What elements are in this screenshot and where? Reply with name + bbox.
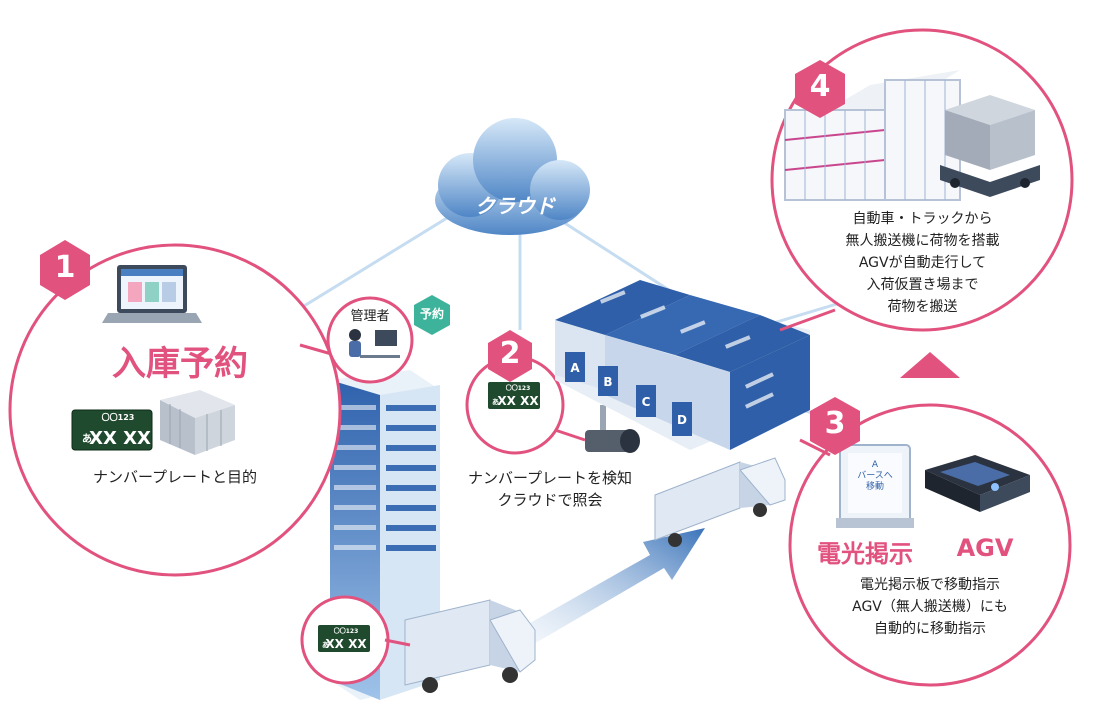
step3-label-agv: AGV (956, 534, 1014, 562)
svg-text:B: B (603, 375, 612, 389)
step4-caption-line-3: AGVが自動走行して (858, 255, 987, 271)
signboard-text: A バースへ 移動 (857, 460, 893, 492)
agv-icon (925, 455, 1030, 512)
truck-bottom (404, 599, 536, 693)
license-plate-2: 〇〇123 あ XX XX (488, 382, 540, 409)
step2-badge (488, 330, 532, 382)
step2-connector (554, 428, 586, 442)
svg-text:C: C (642, 395, 651, 409)
step1-badge (40, 240, 90, 300)
step4-caption-line-1: 自動車・トラックから (852, 211, 993, 227)
cloud-icon (435, 118, 590, 235)
reservation-badge-label: 予約 (419, 307, 444, 321)
step2-caption-line-1: ナンバープレートを検知 (467, 469, 633, 487)
step1-title: 入庫予約 (112, 344, 248, 384)
step4-caption-line-2: 無人搬送機に荷物を搭載 (845, 233, 1000, 249)
up-arrow-icon (900, 352, 960, 378)
svg-text:D: D (677, 413, 687, 427)
truck-plate-connector (384, 638, 411, 647)
svg-text:XX XX: XX XX (89, 428, 151, 449)
manager-circle (326, 296, 414, 384)
step1-number: 1 (54, 250, 76, 285)
svg-text:〇〇123: 〇〇123 (506, 384, 531, 392)
movement-arrow (500, 528, 705, 655)
svg-text:A: A (570, 361, 580, 375)
step3-number: 3 (824, 406, 846, 441)
warehouse-doors: A B C D (565, 352, 692, 436)
reservation-badge (414, 295, 450, 335)
step2-number: 2 (499, 336, 521, 371)
step1-caption: ナンバープレートと目的 (92, 468, 258, 486)
svg-text:〇〇123: 〇〇123 (102, 412, 135, 422)
step3-caption-line-1: 電光掲示板で移動指示 (860, 577, 1000, 593)
step3-connector (799, 438, 831, 457)
license-plate-1: 〇〇123 あ XX XX (71, 409, 153, 451)
step3-caption-line-3: 自動的に移動指示 (874, 621, 986, 637)
digital-signboard-icon (836, 444, 914, 528)
manager-label: 管理者 (350, 309, 390, 324)
svg-text:〇〇123: 〇〇123 (334, 627, 359, 635)
truck-right (654, 457, 786, 547)
warehouse: A B C D (555, 280, 810, 450)
step4-caption-line-4: 入荷仮置き場まで (866, 277, 979, 293)
step4-number: 4 (809, 69, 831, 104)
cargo-box-icon (160, 390, 235, 455)
step2-caption-line-2: クラウドで照会 (497, 491, 603, 509)
laptop-icon (102, 265, 202, 323)
svg-text:あ: あ (82, 432, 92, 445)
agv-with-cargo (940, 95, 1040, 197)
svg-text:あ: あ (322, 640, 329, 649)
manager-icon (349, 329, 400, 358)
license-plate-truck: 〇〇123 あ XX XX (318, 625, 370, 652)
step4-connector (779, 308, 836, 332)
step3-caption-line-2: AGV（無人搬送機）にも (852, 599, 1008, 615)
step3-label-sign: 電光掲示 (817, 540, 913, 568)
svg-text:XX XX: XX XX (325, 637, 367, 651)
step4-caption-line-5: 荷物を搬送 (887, 299, 958, 315)
svg-text:XX XX: XX XX (497, 394, 539, 408)
camera-icon (585, 405, 640, 453)
step4-badge (795, 60, 845, 118)
svg-text:あ: あ (492, 397, 499, 406)
cloud-label: クラウド (475, 194, 555, 218)
step3-badge (810, 397, 860, 455)
storage-rack (784, 70, 961, 201)
